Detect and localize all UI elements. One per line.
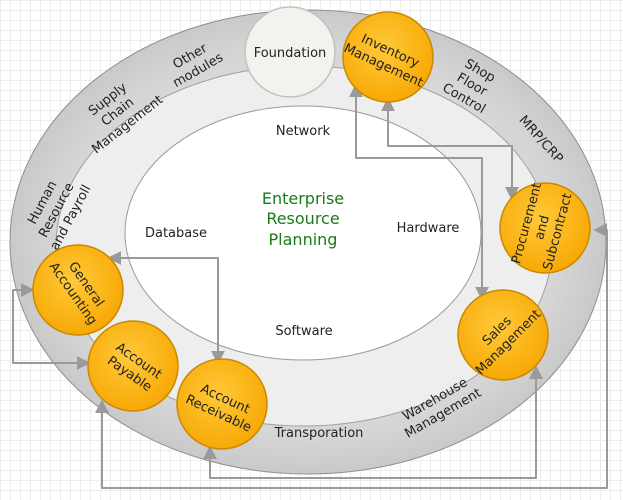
- label-network: Network: [276, 124, 331, 139]
- center-title-line3: Planning: [269, 230, 338, 249]
- label-hardware: Hardware: [397, 221, 460, 236]
- connector-general-payable: [12, 283, 91, 370]
- module-account-payable: Account Payable: [87, 320, 179, 412]
- center-title-line1: Enterprise: [262, 189, 344, 208]
- label-transporation: Transporation: [274, 426, 364, 441]
- connector-procurement-payable: [95, 223, 608, 489]
- svg-text:and: and: [532, 214, 553, 242]
- module-account-receivable: Account Receivable: [176, 358, 268, 450]
- label-database: Database: [145, 226, 207, 241]
- center-title-line2: Resource: [266, 209, 339, 228]
- connector-sales-receivable: [203, 365, 543, 479]
- svg-text:Foundation: Foundation: [254, 46, 327, 61]
- module-foundation: Foundation: [244, 6, 336, 98]
- label-software: Software: [275, 324, 332, 339]
- center-title: Enterprise Resource Planning: [262, 189, 344, 249]
- module-inventory-management: Inventory Management: [341, 11, 434, 103]
- module-procurement-subcontract: Procurement and Subcontract: [499, 181, 591, 274]
- module-general-accounting: General Accounting: [32, 244, 124, 336]
- module-sales-management: Sales Management: [457, 289, 549, 381]
